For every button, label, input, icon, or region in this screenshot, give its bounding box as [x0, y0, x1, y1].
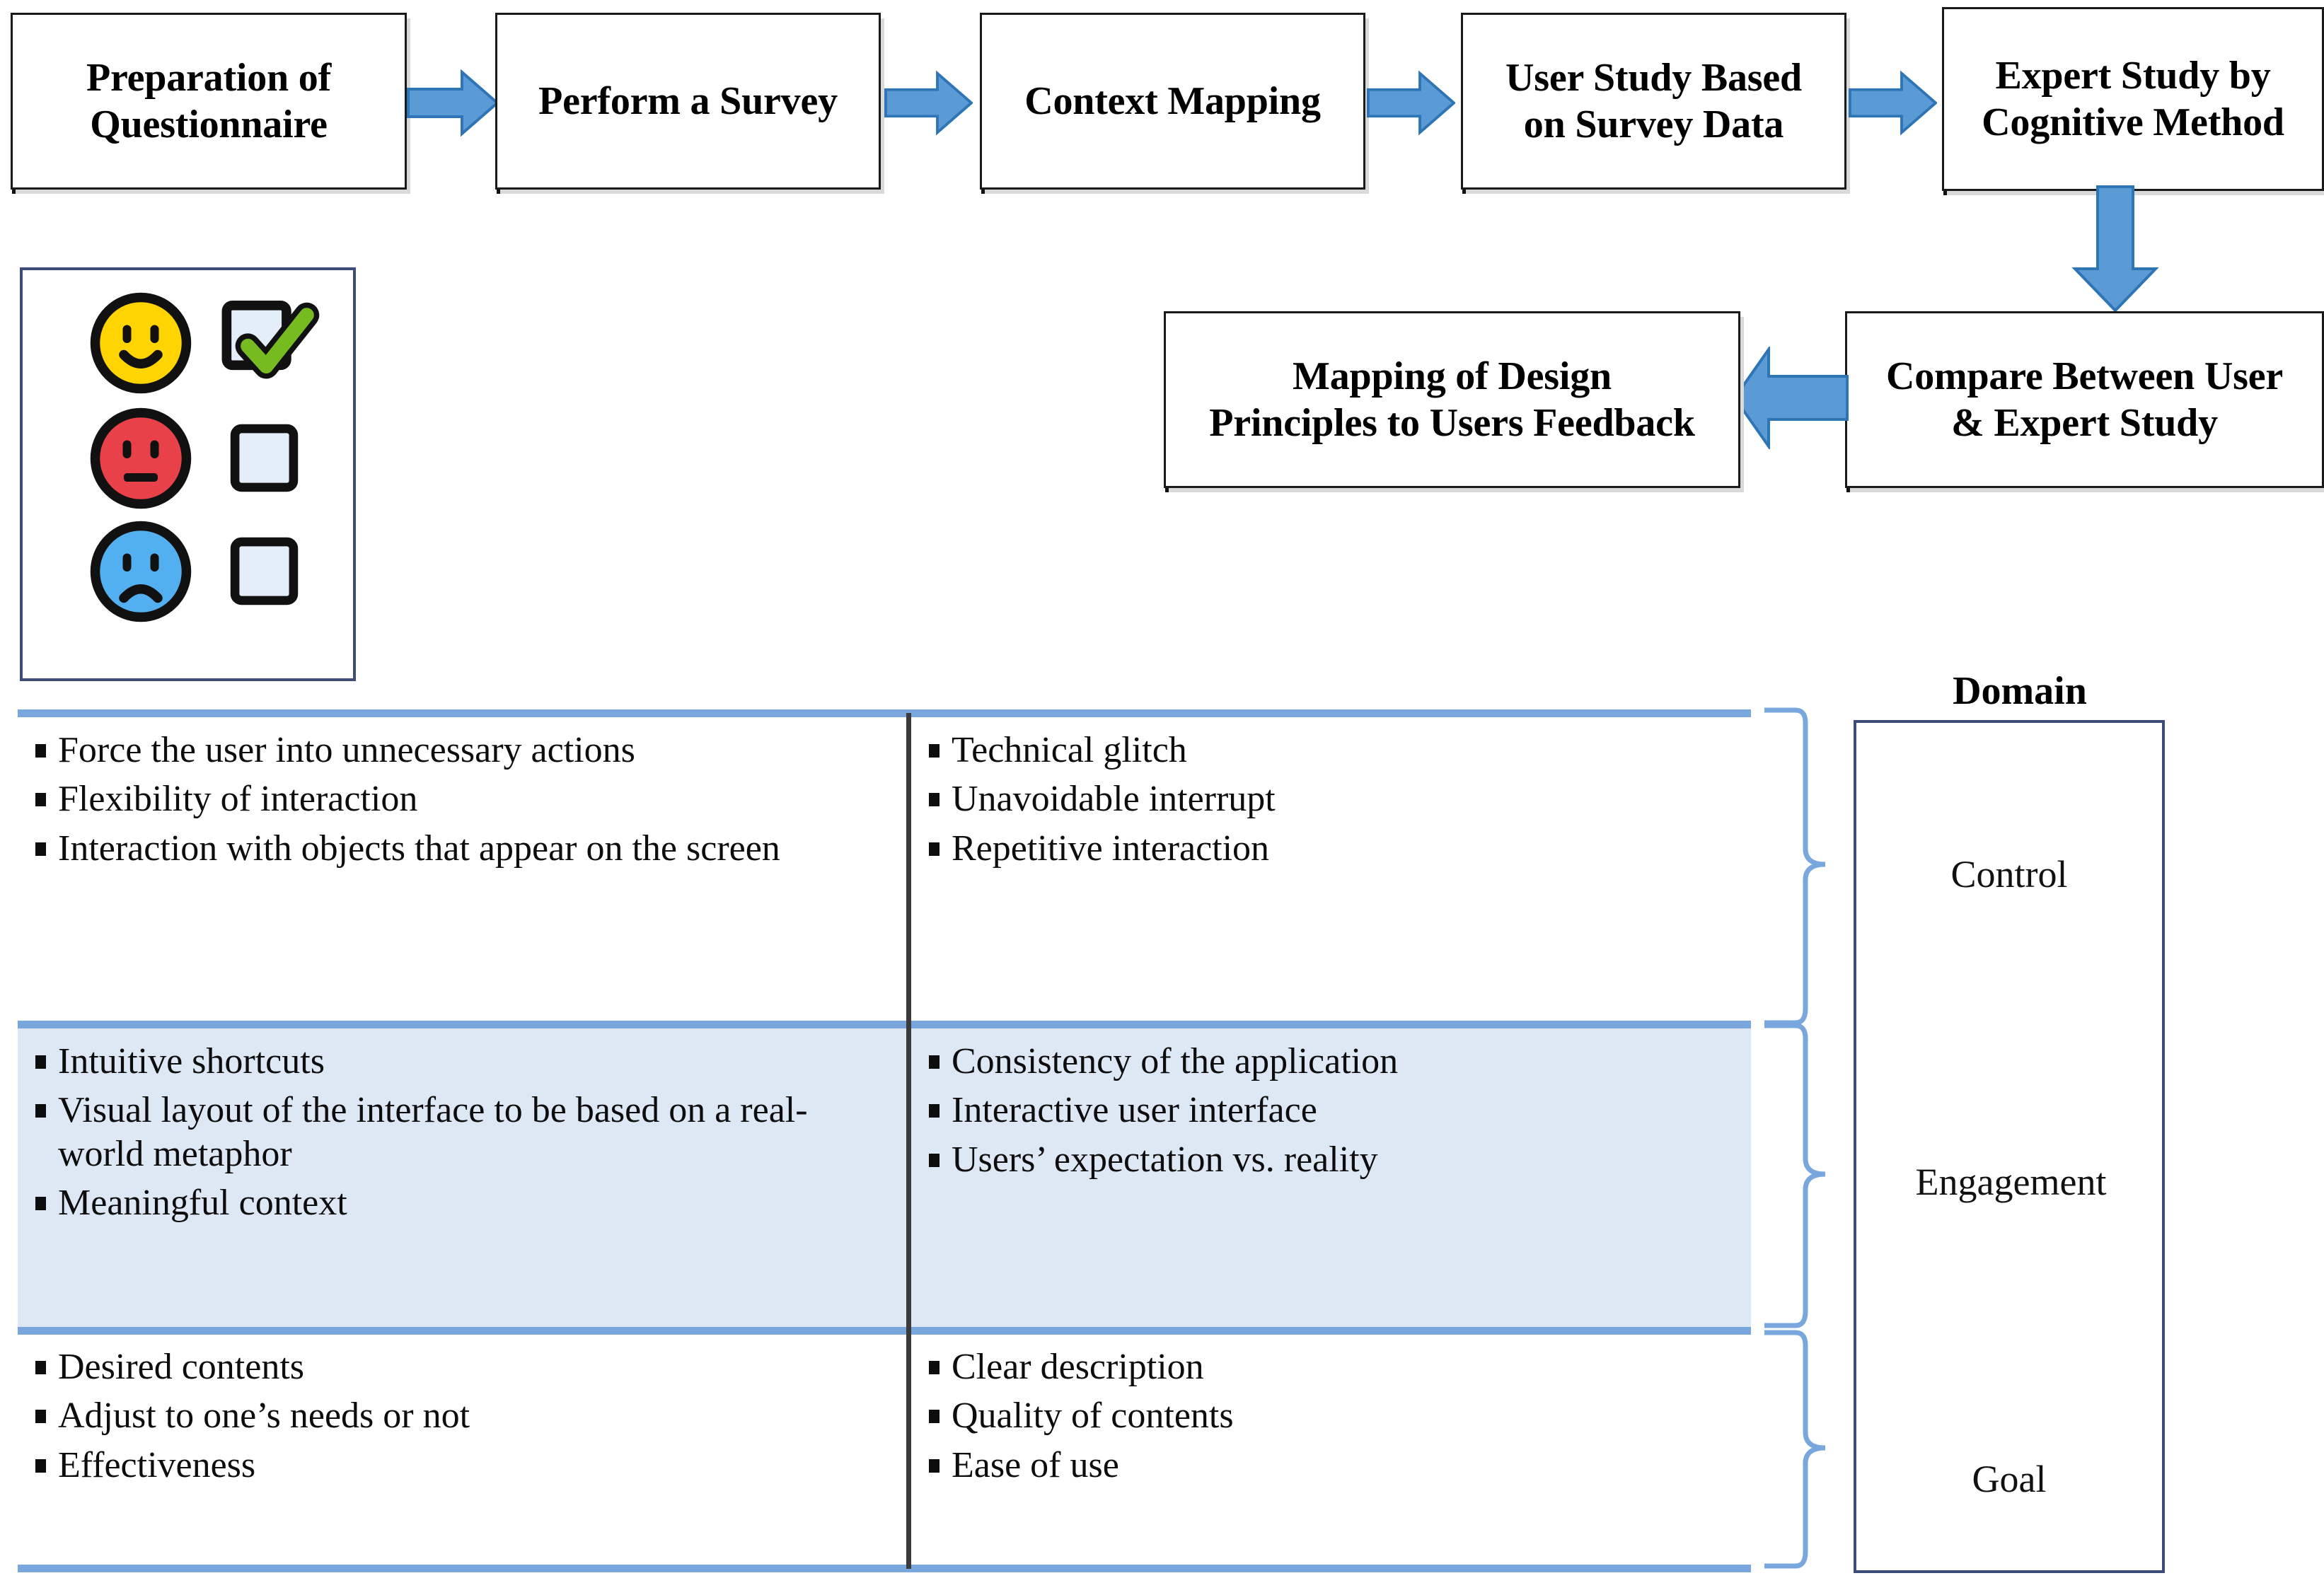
list-item: Interaction with objects that appear on …	[30, 827, 889, 870]
list-item: Force the user into unnecessary actions	[30, 729, 889, 772]
arrow-left-1	[1732, 347, 1849, 449]
bullet-list: Technical glitch Unavoidable interrupt R…	[923, 729, 1737, 870]
neutral-face-icon	[88, 405, 194, 515]
bullet-list: Clear description Quality of contents Ea…	[923, 1345, 1737, 1487]
bullet-list: Intuitive shortcuts Visual layout of the…	[30, 1040, 889, 1224]
arrow-right-2	[884, 69, 973, 137]
feedback-row-sad	[88, 516, 342, 630]
list-item: Desired contents	[30, 1345, 889, 1388]
bullet-list: Desired contents Adjust to one’s needs o…	[30, 1345, 889, 1487]
table-cell-r1-left: Force the user into unnecessary actions …	[30, 729, 889, 876]
brace-goal	[1762, 1330, 1839, 1572]
flow-box-perform-a-survey: Perform a Survey	[495, 13, 881, 190]
flow-box-compare-between-user-and-expert-study: Compare Between User & Expert Study	[1845, 311, 2324, 488]
flow-box-preparation-of-questionnaire: Preparation of Questionnaire	[11, 13, 407, 190]
brace-control	[1762, 707, 1839, 1029]
checkbox-unchecked-icon[interactable]	[224, 530, 305, 615]
feedback-panel	[20, 267, 356, 681]
domain-title: Domain	[1953, 669, 2087, 713]
list-item: Users’ expectation vs. reality	[923, 1138, 1737, 1181]
flow-box-line-2: on Survey Data	[1523, 103, 1784, 146]
table-cell-r1-right: Technical glitch Unavoidable interrupt R…	[923, 729, 1737, 876]
domain-label-goal: Goal	[1972, 1458, 2047, 1500]
flow-box-line-1: Compare Between User	[1885, 354, 2284, 398]
flow-box-line-1: User Study Based	[1505, 55, 1802, 100]
arrow-down-1	[2069, 185, 2161, 313]
table-rule-2	[18, 1327, 1751, 1335]
table-row-shading	[18, 1023, 1751, 1331]
list-item: Ease of use	[923, 1444, 1737, 1487]
domain-box	[1854, 720, 2165, 1573]
checkbox-checked-icon[interactable]	[215, 290, 321, 400]
table-rule-bottom	[18, 1565, 1751, 1572]
table-cell-r3-right: Clear description Quality of contents Ea…	[923, 1345, 1737, 1492]
list-item: Repetitive interaction	[923, 827, 1737, 870]
checkbox-unchecked-icon[interactable]	[224, 417, 305, 502]
bullet-list: Force the user into unnecessary actions …	[30, 729, 889, 870]
flow-box-line-1: Expert Study by	[1995, 53, 2271, 98]
list-item: Consistency of the application	[923, 1040, 1737, 1083]
flow-box-line-2: Cognitive Method	[1982, 100, 2284, 144]
table-rule-1	[18, 1021, 1751, 1028]
flow-box-line-2: & Expert Study	[1951, 401, 2218, 445]
table-cell-r2-right: Consistency of the application Interacti…	[923, 1040, 1737, 1187]
bullet-list: Consistency of the application Interacti…	[923, 1040, 1737, 1181]
brace-engagement	[1762, 1023, 1839, 1332]
flow-box-line-2: Principles to Users Feedback	[1209, 401, 1695, 445]
list-item: Technical glitch	[923, 729, 1737, 772]
table-rule-top	[18, 709, 1751, 717]
flow-box-line-1: Preparation of	[86, 55, 332, 100]
list-item: Effectiveness	[30, 1444, 889, 1487]
list-item: Intuitive shortcuts	[30, 1040, 889, 1083]
sad-face-icon	[88, 518, 194, 628]
table-column-divider	[906, 713, 911, 1569]
flow-box-line-1: Perform a Survey	[538, 79, 838, 123]
flow-box-context-mapping: Context Mapping	[980, 13, 1365, 190]
domain-label-control: Control	[1950, 853, 2068, 895]
list-item: Meaningful context	[30, 1181, 889, 1224]
arrow-right-3	[1367, 69, 1455, 137]
arrow-right-1	[407, 69, 499, 137]
table-cell-r3-left: Desired contents Adjust to one’s needs o…	[30, 1345, 889, 1492]
list-item: Clear description	[923, 1345, 1737, 1388]
list-item: Quality of contents	[923, 1394, 1737, 1437]
table-cell-r2-left: Intuitive shortcuts Visual layout of the…	[30, 1040, 889, 1230]
feedback-row-happy	[88, 288, 342, 401]
list-item: Interactive user interface	[923, 1089, 1737, 1132]
flow-box-user-study-based-on-survey-data: User Study Based on Survey Data	[1461, 13, 1846, 190]
flow-box-line-1: Mapping of Design	[1293, 354, 1612, 398]
feedback-row-neutral	[88, 403, 342, 516]
list-item: Adjust to one’s needs or not	[30, 1394, 889, 1437]
domain-label-engagement: Engagement	[1915, 1161, 2107, 1203]
flow-box-mapping-of-design-principles-to-users-feedback: Mapping of Design Principles to Users Fe…	[1164, 311, 1740, 488]
flow-box-line-2: Questionnaire	[90, 103, 328, 146]
list-item: Visual layout of the interface to be bas…	[30, 1089, 889, 1176]
flow-box-expert-study-by-cognitive-method: Expert Study by Cognitive Method	[1942, 7, 2324, 191]
list-item: Unavoidable interrupt	[923, 777, 1737, 820]
flow-box-line-1: Context Mapping	[1024, 79, 1321, 123]
list-item: Flexibility of interaction	[30, 777, 889, 820]
arrow-right-4	[1849, 69, 1937, 137]
happy-face-icon	[88, 290, 194, 400]
